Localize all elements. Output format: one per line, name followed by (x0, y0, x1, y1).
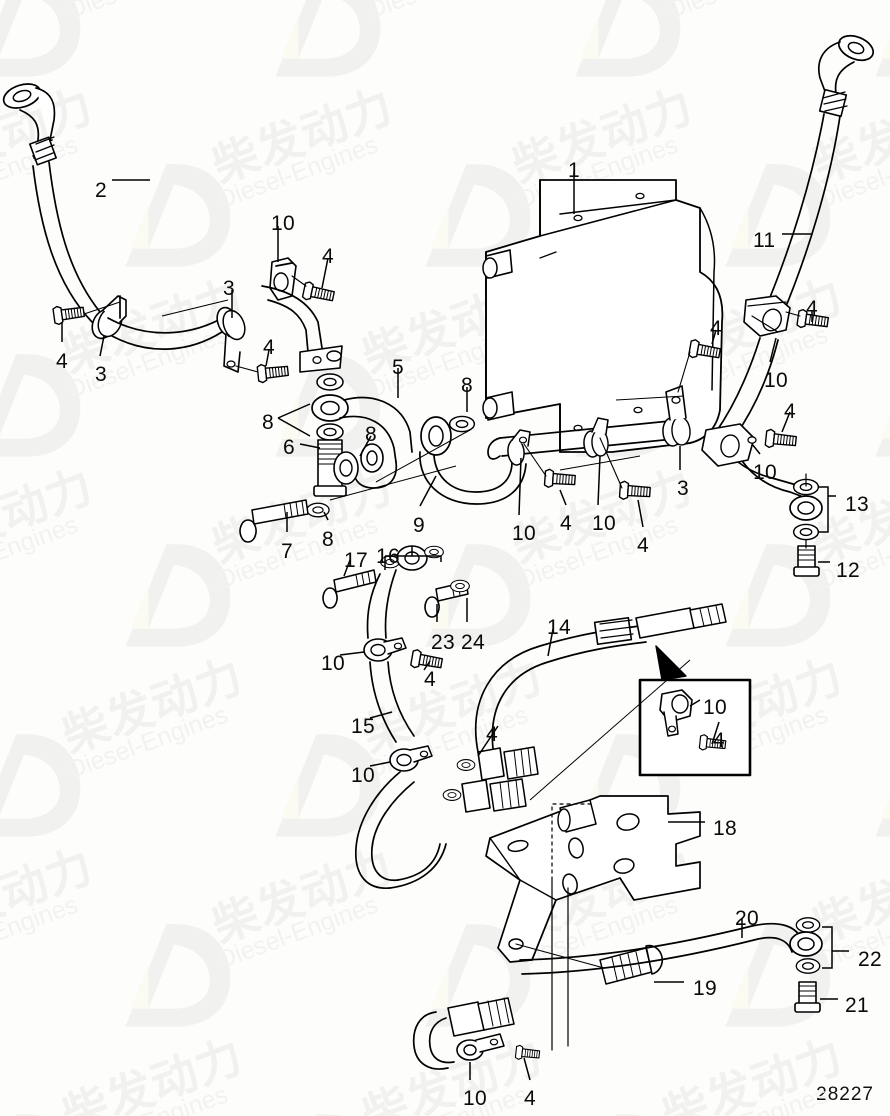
part-4-screw-upper (291, 275, 337, 306)
callout-number-10: 10 (753, 461, 777, 484)
callout-number-20: 20 (735, 907, 759, 930)
callout-number-4: 4 (560, 512, 572, 535)
callout-number-17: 17 (344, 549, 368, 572)
part-10-clamp-right-mid (701, 423, 757, 467)
callout-number-19: 19 (693, 977, 717, 1000)
callout-number-4: 4 (806, 297, 818, 320)
callout-number-8: 8 (322, 528, 334, 551)
callout-number-7: 7 (281, 540, 293, 563)
part-10-clamp-h1 (507, 429, 531, 466)
callout-number-9: 9 (413, 514, 425, 537)
callout-number-23: 23 (431, 631, 455, 654)
part-7-screw (239, 499, 309, 543)
part-3-clamp-right (216, 306, 246, 373)
callout-number-4: 4 (322, 245, 334, 268)
part-4-screw-left (51, 301, 121, 326)
part-3-clamp-left (91, 295, 127, 340)
pipe-u-lower-left (355, 771, 447, 889)
connector-assembly-upper (456, 746, 539, 781)
callout-number-3: 3 (95, 363, 107, 386)
callout-number-10: 10 (463, 1087, 487, 1110)
callout-number-4: 4 (524, 1087, 536, 1110)
callout-number-2: 2 (95, 179, 107, 202)
connector-assembly-lower (442, 778, 527, 813)
callout-number-8: 8 (365, 423, 377, 446)
callout-number-4: 4 (784, 400, 796, 423)
part-4-screw-mid (235, 361, 290, 384)
callout-number-4: 4 (486, 723, 498, 746)
part-2-oil-hose (2, 83, 101, 323)
callout-number-4: 4 (424, 668, 436, 691)
callout-number-11: 11 (753, 229, 776, 252)
callout-number-15: 15 (351, 715, 375, 738)
callout-number-18: 18 (713, 817, 737, 840)
part-11-oil-hose (763, 34, 875, 317)
part-10-clamp-pipe15-lower (389, 745, 433, 772)
callout-number-14: 14 (547, 616, 571, 639)
callout-number-8: 8 (262, 411, 274, 434)
part-10-clamp-pipe15-upper (363, 637, 407, 662)
callout-number-3: 3 (223, 277, 235, 300)
part-4-screw-hose11 (785, 308, 830, 332)
callout-number-8: 8 (461, 374, 473, 397)
callout-number-4: 4 (710, 317, 722, 340)
part-17-screw (322, 569, 377, 609)
callout-number-6: 6 (283, 436, 295, 459)
callout-number-3: 3 (677, 477, 689, 500)
callout-number-24: 24 (461, 631, 485, 654)
part-4-screw-h1 (523, 443, 577, 490)
part-14-hose (474, 603, 727, 757)
leader-lines (61, 172, 849, 1081)
callout-number-13: 13 (845, 493, 869, 516)
callout-number-10: 10 (592, 512, 616, 535)
callout-number-4: 4 (56, 350, 68, 373)
callout-number-10: 10 (321, 652, 345, 675)
part-15-pipe (366, 569, 415, 743)
callout-number-4: 4 (713, 729, 725, 752)
callout-number-5: 5 (392, 356, 404, 379)
banjo-eye-right (789, 495, 823, 521)
callout-number-1: 1 (568, 159, 580, 182)
callout-number-10: 10 (764, 369, 788, 392)
drawing-number: 28227 (816, 1084, 874, 1105)
callout-number-21: 21 (845, 994, 869, 1017)
pipe-left-lower (107, 315, 227, 350)
callout-number-16: 16 (376, 545, 400, 568)
callout-number-4: 4 (637, 534, 649, 557)
callout-number-10: 10 (351, 764, 375, 787)
part-9-pipe-connector (419, 416, 527, 505)
callout-number-12: 12 (836, 559, 860, 582)
callout-number-10: 10 (512, 522, 536, 545)
callout-number-10: 10 (271, 212, 295, 235)
part-10-clamp-hose11 (743, 295, 791, 337)
callout-number-4: 4 (263, 336, 275, 359)
callout-number-22: 22 (858, 948, 882, 971)
callout-number-10: 10 (703, 696, 727, 719)
